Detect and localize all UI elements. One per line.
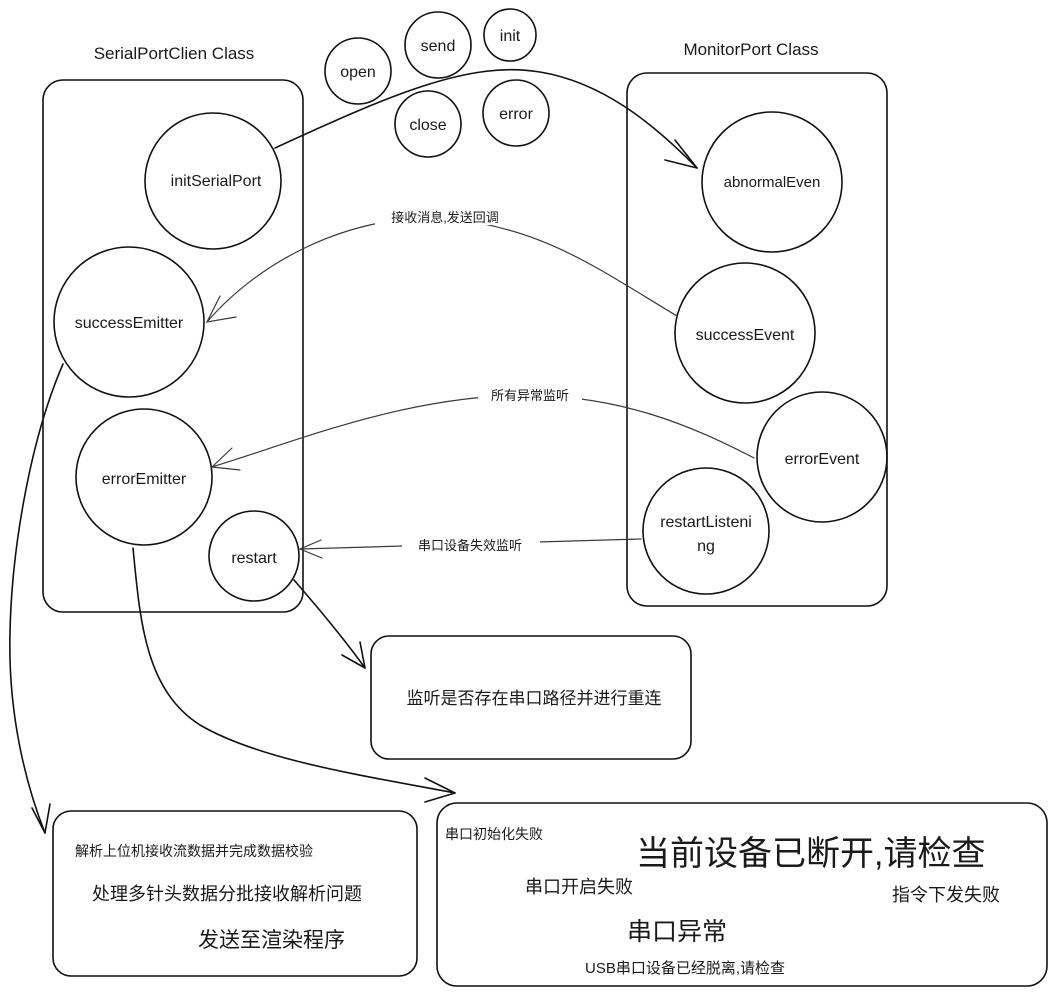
msg-port-error: 串口异常 — [627, 918, 727, 946]
node-error-emitter[interactable]: errorEmitter — [75, 408, 213, 546]
edge-success-callback-label-bg — [375, 207, 515, 225]
init-serial-port-label: initSerialPort — [171, 173, 262, 190]
error-event-label: errorEvent — [785, 451, 860, 468]
edge-error-to-messages-line — [132, 547, 456, 794]
restart-note-text: 监听是否存在串口路径并进行重连 — [407, 689, 662, 708]
event-send-label: send — [421, 38, 456, 55]
edge-error-to-messages-arrowhead — [424, 777, 456, 803]
init-serial-port-circle — [144, 112, 282, 250]
node-success-emitter[interactable]: successEmitter — [53, 246, 205, 398]
edge-success-callback-label: 接收消息,发送回调 — [391, 210, 499, 225]
restart-listening-label-line1: restartListeni — [660, 514, 752, 531]
edge-init-to-abnormal-line — [274, 68, 698, 169]
edge-restart-to-note — [293, 579, 366, 669]
edge-success-callback: 接收消息,发送回调 — [205, 207, 678, 323]
note-send-render: 发送至渲染程序 — [198, 929, 345, 952]
msg-command-failed: 指令下发失败 — [892, 885, 1000, 905]
processing-notes: 解析上位机接收流数据并完成数据校验 处理多针头数据分批接收解析问题 发送至渲染程… — [52, 810, 418, 977]
error-messages-box — [436, 802, 1048, 987]
msg-init-failed: 串口初始化失败 — [445, 826, 543, 842]
event-send: send — [404, 11, 472, 79]
edge-port-failure-arrowhead — [298, 539, 323, 559]
edge-restart-to-note-arrowhead — [341, 641, 366, 669]
event-close-circle — [394, 90, 462, 158]
edge-success-to-processing-line — [9, 363, 64, 834]
msg-open-failed: 串口开启失败 — [525, 877, 633, 897]
restart-label: restart — [231, 550, 277, 567]
edge-success-callback-line — [206, 217, 678, 323]
event-open-circle — [324, 37, 392, 105]
node-error-event[interactable]: errorEvent — [756, 391, 888, 523]
abnormal-even-label: abnormalEven — [724, 174, 821, 191]
edge-all-errors-label: 所有异常监听 — [491, 388, 569, 403]
edge-all-errors-label-bg — [478, 385, 582, 403]
serialport-client-class: SerialPortClien Class — [42, 44, 304, 613]
node-success-event[interactable]: successEvent — [674, 262, 816, 404]
success-emitter-label: successEmitter — [75, 315, 184, 332]
error-emitter-circle — [75, 408, 213, 546]
edge-restart-to-note-line — [293, 579, 366, 669]
event-init: init — [483, 8, 537, 62]
node-abnormal-even[interactable]: abnormalEven — [701, 111, 843, 253]
restart-note-box — [370, 635, 692, 760]
node-restart[interactable]: restart — [208, 510, 300, 602]
edge-port-failure-label: 串口设备失效监听 — [418, 538, 522, 553]
event-open: open — [324, 37, 392, 105]
restart-circle — [208, 510, 300, 602]
restart-note: 监听是否存在串口路径并进行重连 — [370, 635, 692, 760]
success-event-circle — [674, 262, 816, 404]
edge-success-to-processing-arrowhead — [31, 803, 51, 834]
edge-all-errors-line — [211, 394, 755, 468]
monitor-class-box — [626, 72, 888, 607]
msg-usb-detached: USB串口设备已经脱离,请检查 — [585, 960, 785, 977]
edge-success-to-processing — [9, 363, 64, 834]
error-messages: 串口初始化失败 当前设备已断开,请检查 串口开启失败 指令下发失败 串口异常 U… — [436, 802, 1048, 987]
client-class-title: SerialPortClien Class — [94, 44, 255, 63]
event-error-label: error — [499, 106, 533, 123]
edge-all-errors: 所有异常监听 — [210, 385, 755, 471]
event-close-label: close — [409, 117, 446, 134]
event-close: close — [394, 90, 462, 158]
error-event-circle — [756, 391, 888, 523]
event-init-circle — [483, 8, 537, 62]
note-multi-header: 处理多针头数据分批接收解析问题 — [92, 884, 362, 904]
edge-all-errors-arrowhead — [210, 447, 241, 471]
edge-success-callback-arrowhead — [205, 295, 237, 323]
success-event-label: successEvent — [696, 327, 795, 344]
node-init-serial-port[interactable]: initSerialPort — [144, 112, 282, 250]
note-parse-validate: 解析上位机接收流数据并完成数据校验 — [75, 843, 313, 859]
error-emitter-label: errorEmitter — [102, 471, 187, 488]
abnormal-even-circle — [701, 111, 843, 253]
event-init-label: init — [500, 28, 521, 45]
event-send-circle — [404, 11, 472, 79]
msg-disconnected: 当前设备已断开,请检查 — [636, 835, 985, 873]
client-class-box — [42, 79, 304, 613]
edge-init-to-abnormal-arrowhead — [664, 139, 698, 169]
edge-init-to-abnormal — [274, 68, 698, 169]
node-restart-listening[interactable]: restartListeni ng — [642, 467, 770, 595]
event-error: error — [482, 79, 550, 147]
edge-error-to-messages — [132, 547, 456, 803]
edge-port-failure: 串口设备失效监听 — [298, 535, 642, 559]
event-open-label: open — [340, 64, 376, 81]
event-error-circle — [482, 79, 550, 147]
edge-port-failure-label-bg — [402, 535, 540, 553]
processing-notes-box — [52, 810, 418, 977]
restart-listening-circle — [642, 467, 770, 595]
restart-listening-label-line2: ng — [697, 538, 715, 555]
success-emitter-circle — [53, 246, 205, 398]
monitor-class-title: MonitorPort Class — [683, 40, 818, 59]
monitorport-class: MonitorPort Class — [626, 40, 888, 607]
